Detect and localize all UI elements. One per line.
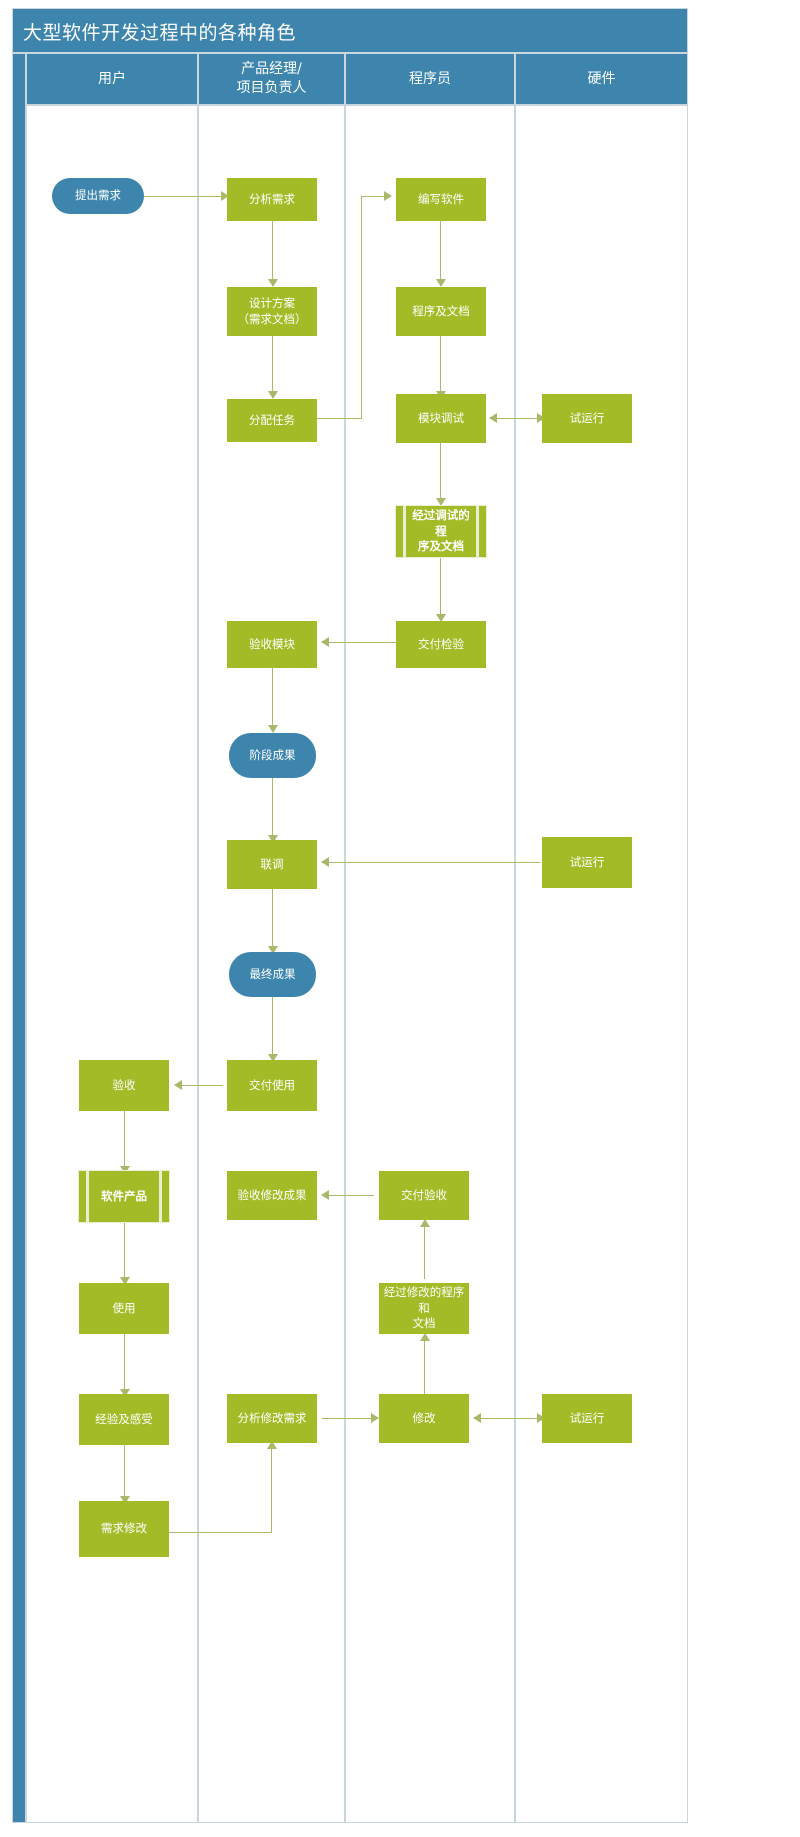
- lane-body-dev: [345, 105, 515, 1823]
- lane-label-pm: 产品经理/ 项目负责人: [237, 60, 307, 98]
- node-验收模块[interactable]: 验收模块: [227, 621, 317, 668]
- diagram-title-bar: 大型软件开发过程中的各种角色: [12, 8, 688, 53]
- lane-label-pm-line1: 产品经理/: [241, 61, 302, 78]
- lane-label-dev: 程序员: [409, 70, 451, 87]
- node-阶段成果[interactable]: 阶段成果: [229, 733, 316, 778]
- node-联调[interactable]: 联调: [227, 840, 317, 889]
- node-label: 需求修改: [101, 1521, 147, 1536]
- node-label: 编写软件: [418, 191, 464, 206]
- lane-label-hw: 硬件: [587, 70, 616, 87]
- node-经验及感受[interactable]: 经验及感受: [79, 1394, 169, 1445]
- node-验收修改成果[interactable]: 验收修改成果: [227, 1171, 317, 1220]
- node-label: 分析需求: [249, 191, 295, 206]
- doc-bar-right: [476, 506, 479, 557]
- node-试运行-1[interactable]: 试运行: [542, 394, 632, 443]
- node-label: 设计方案 （需求文档）: [237, 295, 307, 326]
- node-label: 分析修改需求: [237, 1410, 307, 1425]
- page-title: 大型软件开发过程中的各种角色: [23, 22, 297, 44]
- lane-body-hw: [515, 105, 688, 1823]
- node-label: 分配任务: [249, 412, 295, 427]
- node-使用[interactable]: 使用: [79, 1283, 169, 1334]
- swimlane-left-band: [12, 53, 26, 1823]
- node-label: 试运行: [569, 410, 605, 425]
- node-修改[interactable]: 修改: [379, 1394, 469, 1443]
- node-交付使用[interactable]: 交付使用: [227, 1060, 317, 1111]
- node-label: 提出需求: [75, 188, 121, 203]
- node-label: 程序及文档: [412, 303, 470, 318]
- node-需求修改[interactable]: 需求修改: [79, 1501, 169, 1557]
- node-label: 验收模块: [249, 636, 295, 651]
- node-分配任务[interactable]: 分配任务: [227, 399, 317, 442]
- node-交付验收[interactable]: 交付验收: [379, 1171, 469, 1220]
- node-交付检验[interactable]: 交付检验: [396, 621, 486, 668]
- node-label: 验收: [112, 1077, 136, 1092]
- node-label: 经过修改的程序和 文档: [383, 1285, 465, 1331]
- node-提出需求[interactable]: 提出需求: [52, 178, 144, 214]
- node-编写软件[interactable]: 编写软件: [396, 178, 486, 221]
- lane-label-user: 用户: [98, 70, 126, 87]
- node-试运行-2[interactable]: 试运行: [542, 837, 632, 888]
- node-经过修改的程序和文档[interactable]: 经过修改的程序和 文档: [379, 1283, 469, 1334]
- lane-header-pm: 产品经理/ 项目负责人: [198, 53, 345, 105]
- doc-bar-left: [403, 506, 406, 557]
- node-经过调试的程序及文档[interactable]: 经过调试的程 序及文档: [396, 506, 486, 557]
- node-label: 使用: [112, 1300, 136, 1315]
- node-最终成果[interactable]: 最终成果: [229, 952, 316, 997]
- node-分析修改需求[interactable]: 分析修改需求: [227, 1394, 317, 1443]
- node-label: 阶段成果: [249, 747, 296, 762]
- node-设计方案[interactable]: 设计方案 （需求文档）: [227, 287, 317, 336]
- node-label: 联调: [260, 856, 284, 871]
- node-label: 交付使用: [249, 1077, 295, 1092]
- node-label: 交付检验: [418, 636, 464, 651]
- node-程序及文档[interactable]: 程序及文档: [396, 287, 486, 336]
- node-label: 经过调试的程 序及文档: [412, 508, 470, 554]
- node-label: 验收修改成果: [237, 1187, 307, 1202]
- node-label: 修改: [412, 1410, 436, 1425]
- node-label: 经验及感受: [95, 1411, 153, 1426]
- lane-label-pm-line2: 项目负责人: [236, 80, 307, 96]
- node-label: 试运行: [569, 1410, 605, 1425]
- lane-header-dev: 程序员: [345, 53, 515, 105]
- node-分析需求[interactable]: 分析需求: [227, 178, 317, 221]
- node-验收[interactable]: 验收: [79, 1060, 169, 1111]
- node-label: 试运行: [569, 854, 605, 869]
- doc-bar-right: [159, 1171, 162, 1222]
- node-label: 最终成果: [249, 966, 296, 981]
- lane-header-user: 用户: [26, 53, 198, 105]
- node-label: 模块调试: [418, 410, 464, 425]
- node-软件产品[interactable]: 软件产品: [79, 1171, 169, 1222]
- node-label: 软件产品: [101, 1188, 147, 1203]
- node-模块调试[interactable]: 模块调试: [396, 394, 486, 443]
- doc-bar-left: [86, 1171, 89, 1222]
- lane-body-user: [26, 105, 198, 1823]
- node-label: 交付验收: [401, 1187, 447, 1202]
- node-试运行-3[interactable]: 试运行: [542, 1394, 632, 1443]
- lane-header-hw: 硬件: [515, 53, 688, 105]
